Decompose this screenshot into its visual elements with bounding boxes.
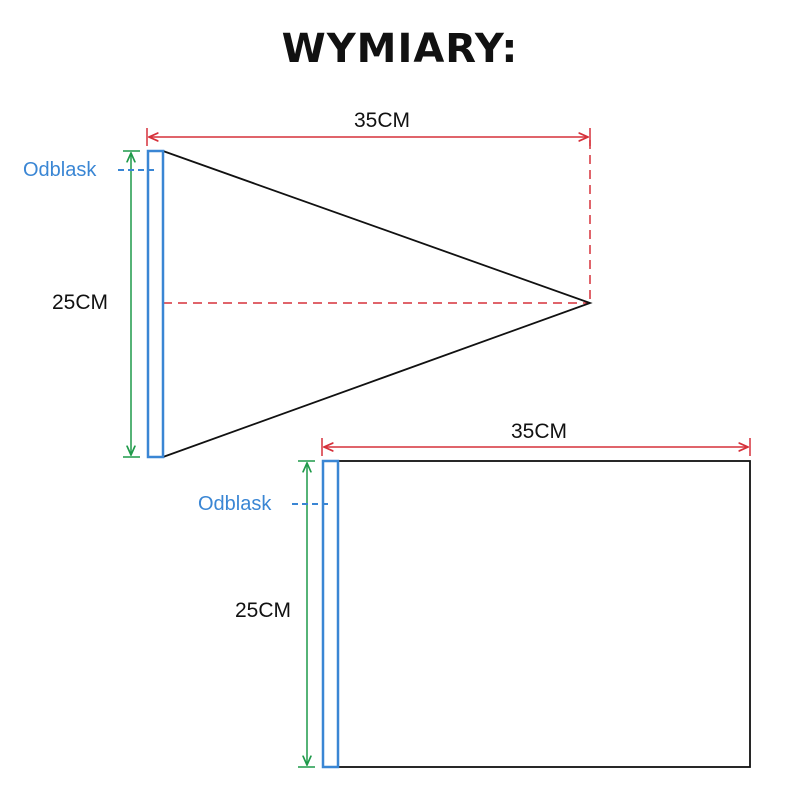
triangle-width-label: 35CM <box>354 109 410 132</box>
rectangle-pennant: 35CM 25CM Odblask <box>198 420 751 769</box>
rectangle-reflector-strip <box>321 459 340 769</box>
triangle-pennant: 35CM 25CM Odblask <box>23 109 593 459</box>
rectangle-outline <box>322 460 751 768</box>
rectangle-height-label: 25CM <box>235 599 291 622</box>
triangle-outline <box>162 150 593 458</box>
rectangle-width-label: 35CM <box>511 420 567 443</box>
triangle-reflector-strip <box>146 149 165 459</box>
page-title: WYMIARY: <box>282 26 519 72</box>
rectangle-reflector-label: Odblask <box>198 493 272 515</box>
triangle-height-label: 25CM <box>52 291 108 314</box>
triangle-reflector-label: Odblask <box>23 159 97 181</box>
